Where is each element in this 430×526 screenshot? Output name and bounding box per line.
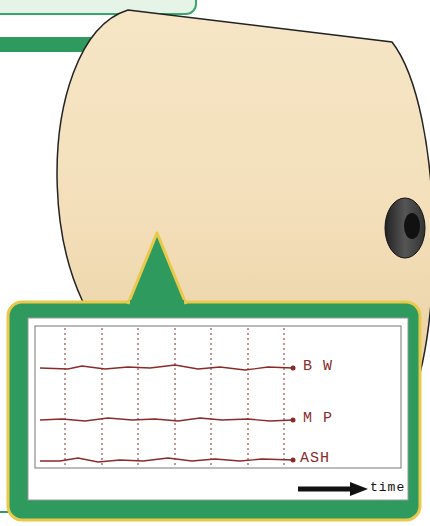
header-tab: [0, 0, 196, 14]
trace-ends: [291, 366, 296, 463]
trace-label: M P: [303, 411, 333, 427]
core-hole: [404, 213, 420, 239]
time-arrow: [298, 487, 352, 492]
grid-lines: [65, 328, 284, 466]
callout-pointer: [128, 233, 186, 304]
trace-lines: [40, 365, 293, 462]
trace-label: B W: [303, 359, 333, 375]
trace-label: ASH: [300, 451, 330, 467]
arrow-head: [350, 482, 368, 496]
callout-panel: [8, 302, 420, 520]
chart-frame: [28, 318, 408, 500]
axis-label: time: [370, 480, 405, 496]
pointer-join: [130, 300, 184, 308]
chart-area: [35, 326, 401, 468]
roll-core: [385, 198, 425, 258]
